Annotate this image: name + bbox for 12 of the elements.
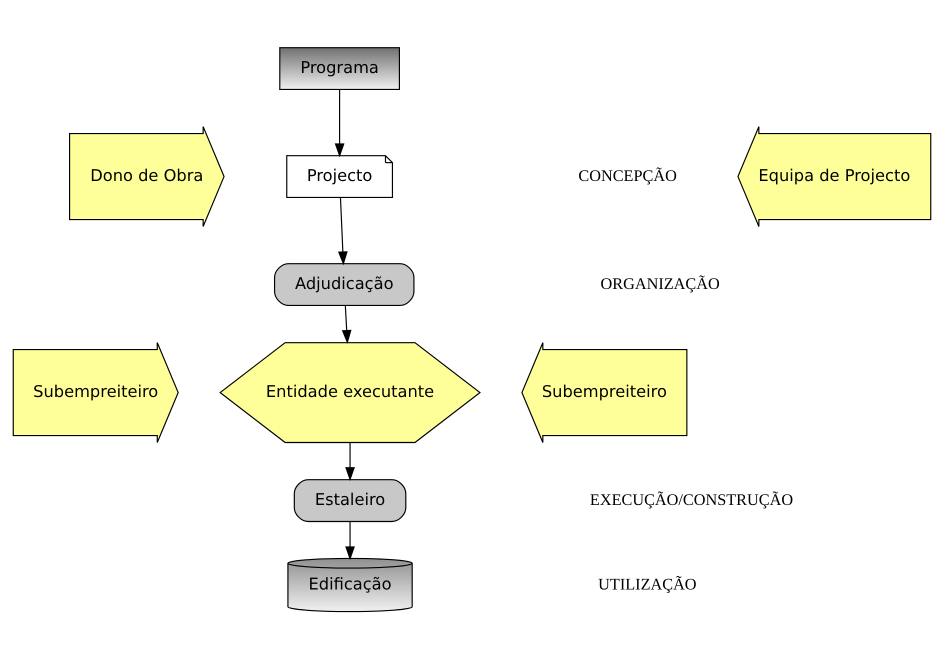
label: ORGANIZAÇÃO: [600, 274, 720, 292]
node-box: Adjudicação: [274, 262, 414, 306]
arrow: [345, 442, 355, 481]
arrow: [345, 521, 355, 560]
label: CONCEPÇÃO: [578, 166, 677, 184]
arrow: [342, 305, 352, 344]
arrow: [334, 89, 344, 157]
arrow: [338, 197, 348, 265]
label: EXECUÇÃO/CONSTRUÇÃO: [590, 490, 794, 508]
node-box: Estaleiro: [294, 478, 406, 522]
node-box: Programa: [279, 46, 400, 90]
label: UTILIZAÇÃO: [598, 574, 697, 593]
